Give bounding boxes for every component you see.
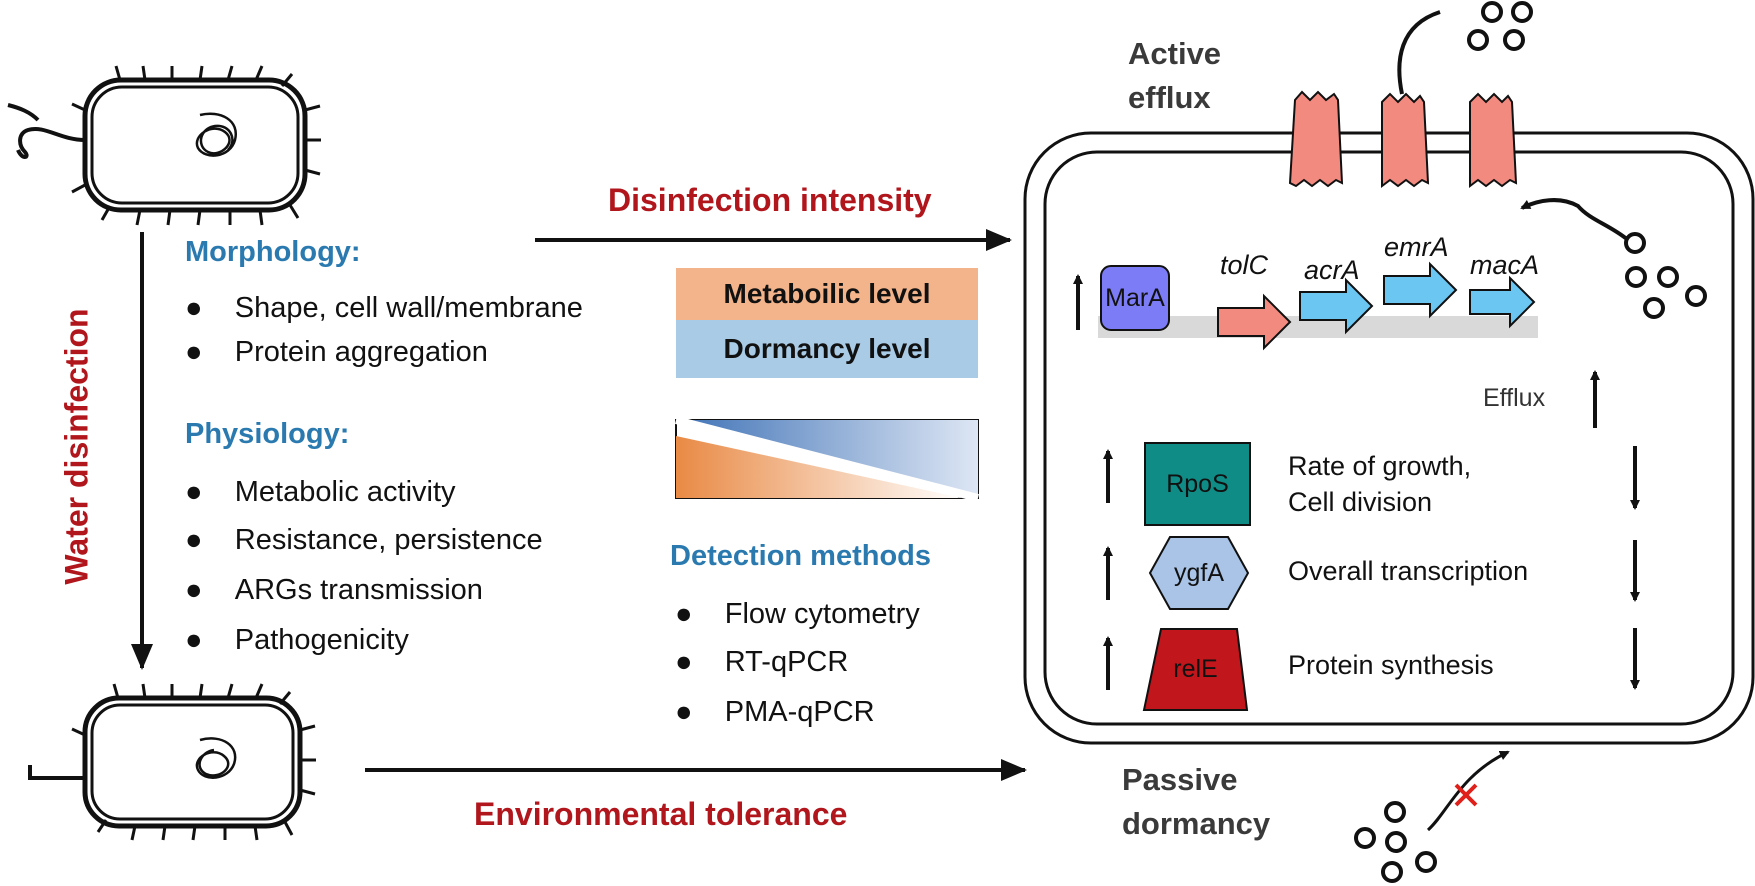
ygfa-hexagon [1148, 536, 1250, 610]
detection-item-3: ● PMA-qPCR [675, 696, 875, 728]
detection-item-3-text: PMA-qPCR [724, 696, 875, 728]
tolc-gene-arrow [1217, 293, 1292, 351]
disinfection-intensity-label: Disinfection intensity [608, 182, 932, 218]
water-disinfection-label: Water disinfection [58, 308, 95, 585]
morphology-item-1: ● Shape, cell wall/membrane [185, 292, 583, 324]
detection-methods-heading: Detection methods [670, 540, 932, 572]
detection-item-1-text: Flow cytometry [724, 598, 920, 630]
acra-gene-arrow [1299, 277, 1374, 335]
bacterium-before-icon [7, 65, 321, 226]
morphology-item-2: ● Protein aggregation [185, 336, 488, 368]
blocked-cross-icon [1454, 783, 1478, 807]
maca-label: macA [1470, 250, 1540, 280]
rpos-box [1144, 442, 1251, 526]
molecules-inside-icon [1624, 232, 1707, 319]
molecules-passive-icon [1354, 801, 1437, 883]
mara-box [1100, 265, 1170, 331]
physiology-item-1: ● Metabolic activity [185, 476, 456, 508]
dormancy-level-box [676, 320, 978, 378]
physiology-item-3-text: ARGs transmission [234, 574, 483, 606]
morphology-item-1-text: Shape, cell wall/membrane [234, 292, 583, 324]
detection-item-2: ● RT-qPCR [675, 646, 849, 678]
physiology-item-1-text: Metabolic activity [234, 476, 456, 508]
efflux-exit-line [1397, 10, 1441, 95]
tolc-label: tolC [1220, 250, 1269, 280]
physiology-item-2: ● Resistance, persistence [185, 524, 543, 556]
morphology-heading: Morphology: [185, 236, 361, 268]
bacterium-after-icon [28, 683, 316, 841]
gene-arrows [1217, 261, 1536, 351]
passive-dormancy-label: Passive dormancy [1122, 762, 1271, 841]
dormancy-level-label: Dormancy level [723, 333, 931, 364]
metabolic-level-box [676, 268, 978, 320]
environmental-tolerance-label: Environmental tolerance [474, 796, 848, 832]
growth-effect-label: Rate of growth, Cell division [1288, 451, 1472, 517]
mara-label: MarA [1105, 283, 1165, 312]
acra-label: acrA [1304, 255, 1360, 285]
morphology-item-2-text: Protein aggregation [234, 336, 488, 368]
physiology-item-3: ● ARGs transmission [185, 574, 483, 606]
protein-effect-label: Protein synthesis [1288, 650, 1494, 680]
transcription-effect-label: Overall transcription [1288, 556, 1529, 586]
physiology-item-2-text: Resistance, persistence [234, 524, 543, 556]
gradient-triangles [674, 416, 980, 502]
blocked-uptake-arrow [1426, 750, 1510, 832]
rpos-label: RpoS [1166, 469, 1229, 498]
physiology-item-4: ● Pathogenicity [185, 624, 409, 656]
efflux-label: Efflux [1483, 384, 1546, 412]
maca-gene-arrow [1469, 275, 1536, 329]
rele-label: relE [1173, 655, 1218, 683]
rele-trapezoid [1142, 628, 1249, 711]
active-efflux-label: Active efflux [1128, 36, 1222, 115]
ygfa-label: ygfA [1173, 558, 1225, 587]
physiology-item-4-text: Pathogenicity [234, 624, 409, 656]
emra-gene-arrow [1383, 261, 1458, 319]
emra-label: emrA [1384, 232, 1449, 262]
metabolic-level-label: Metaboilic level [723, 278, 931, 309]
physiology-heading: Physiology: [185, 418, 350, 450]
detection-item-2-text: RT-qPCR [724, 646, 849, 678]
molecules-outside-icon [1467, 1, 1533, 51]
detection-item-1: ● Flow cytometry [675, 598, 920, 630]
efflux-pathway-arrow [1520, 198, 1630, 242]
gene-track [1098, 316, 1538, 338]
efflux-pumps [1288, 90, 1518, 188]
